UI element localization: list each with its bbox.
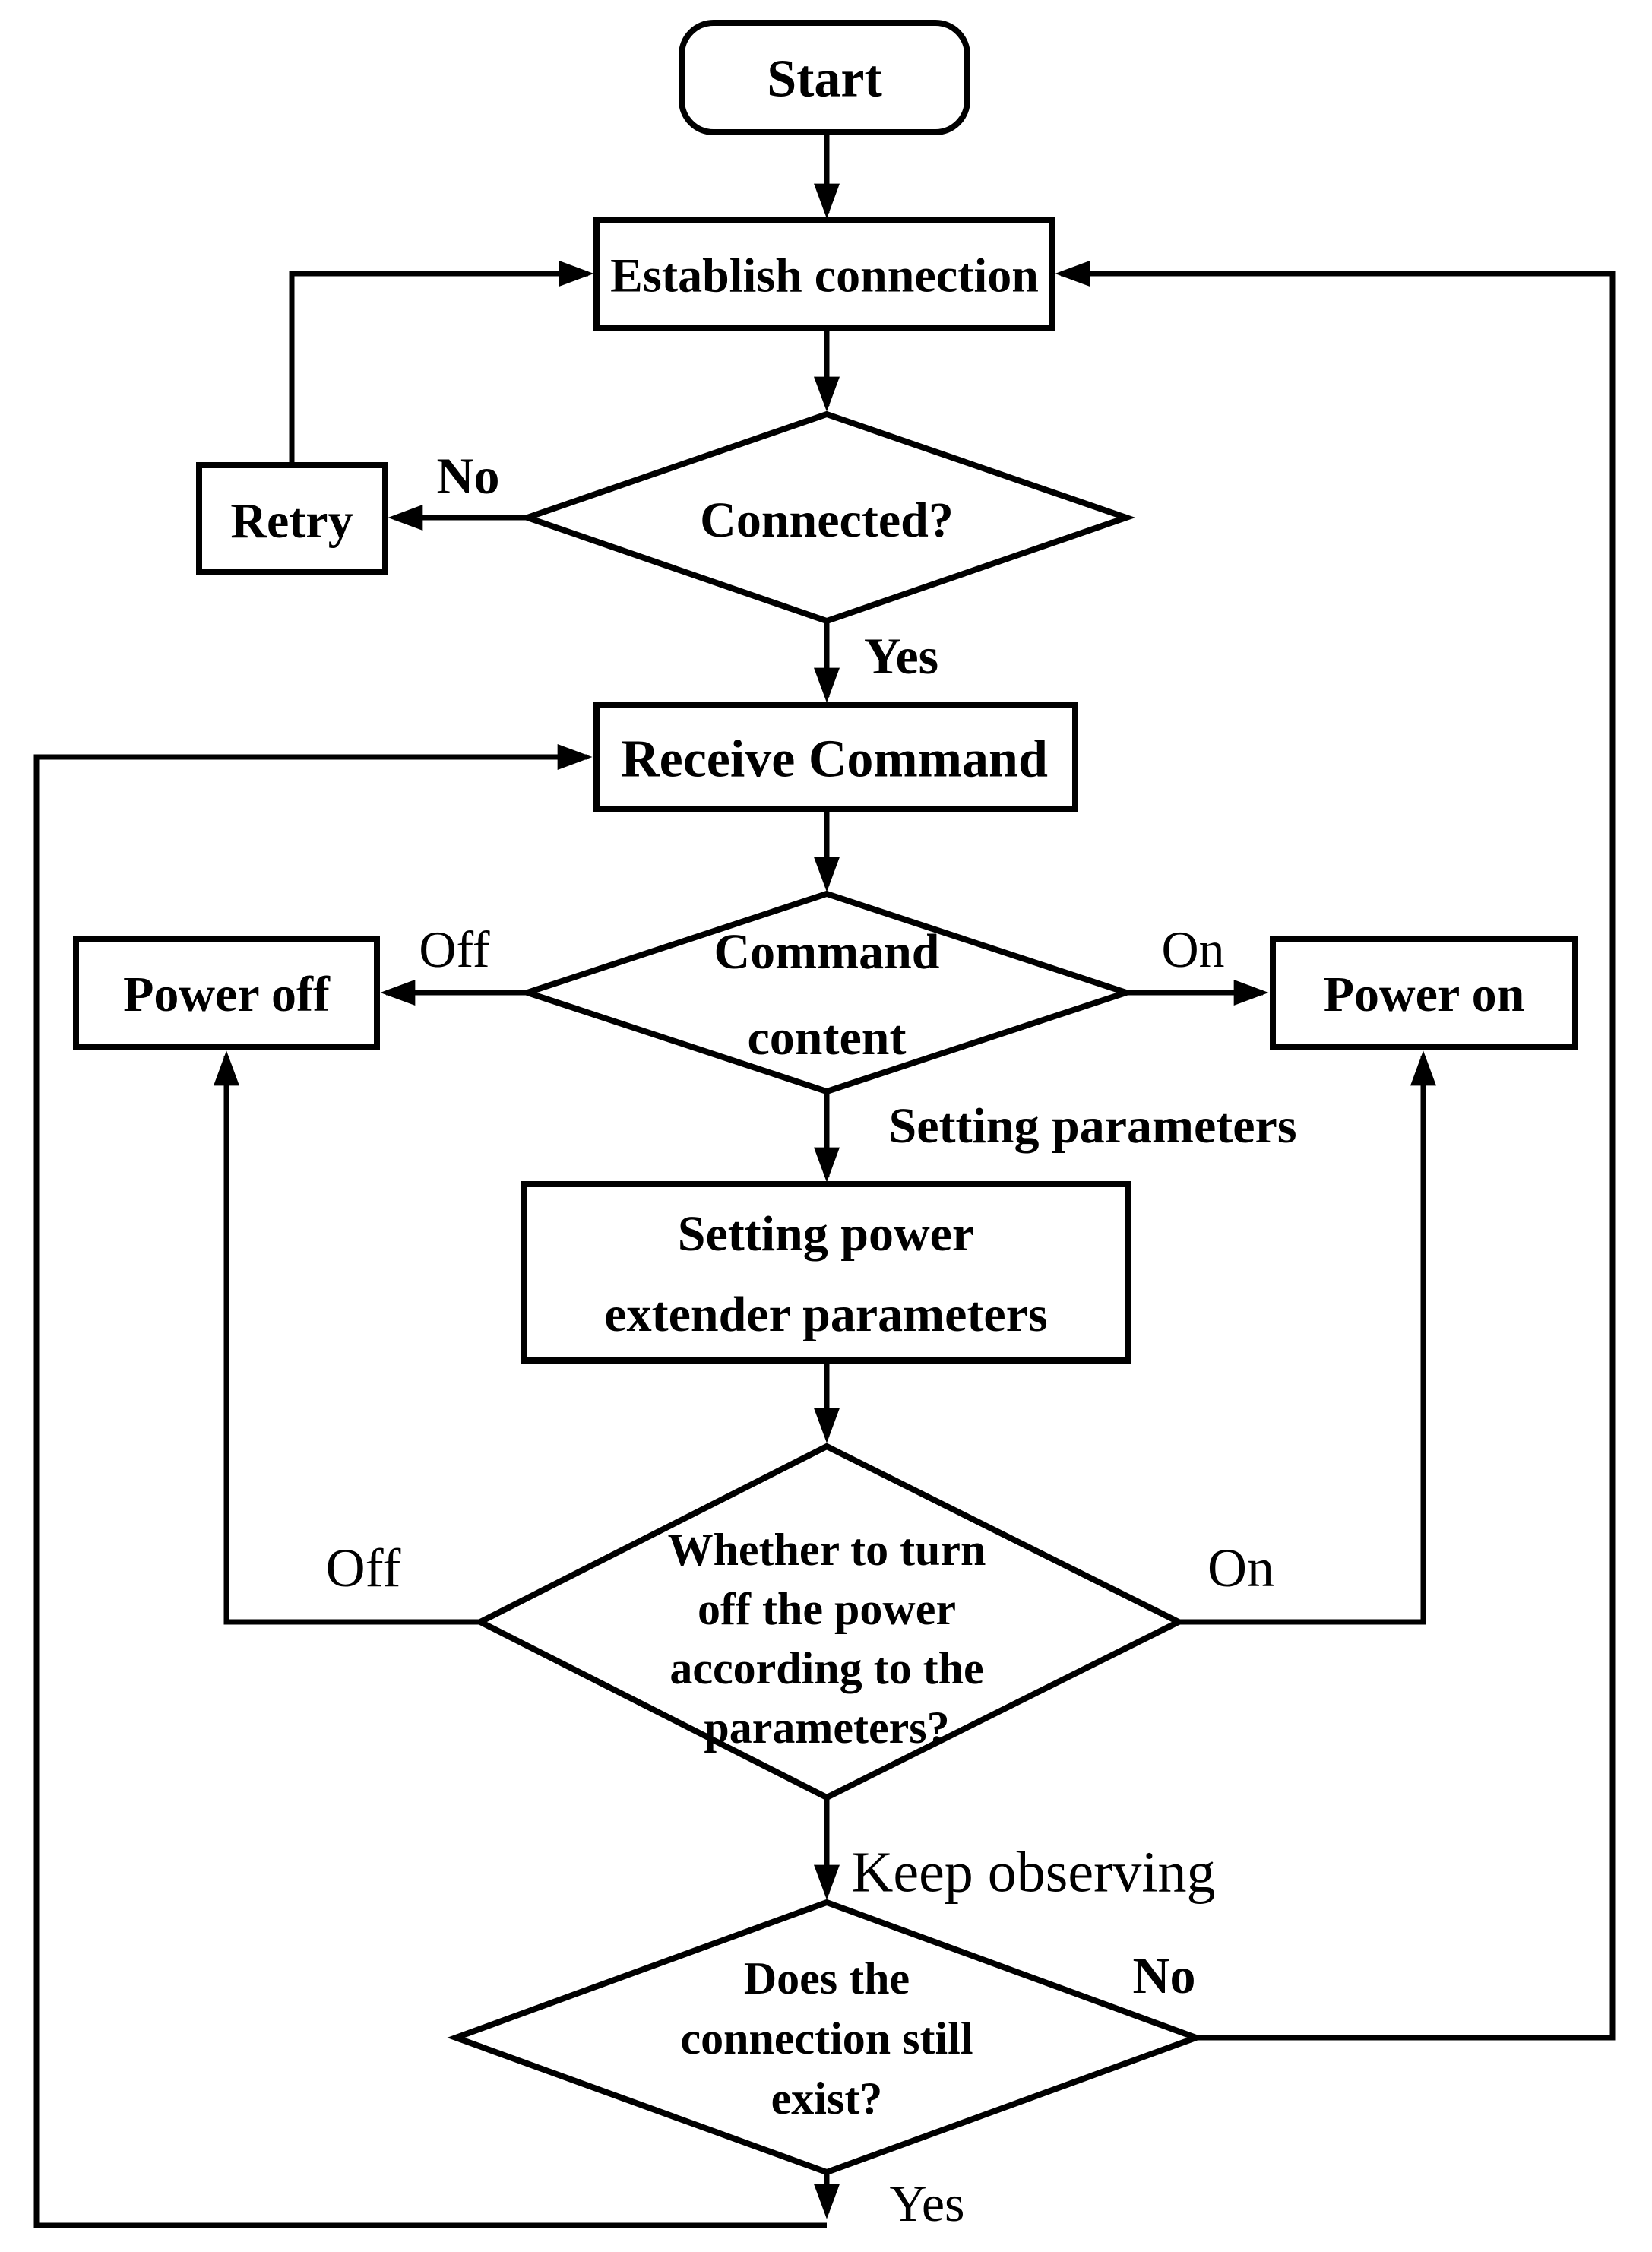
receive-command-node	[593, 702, 1078, 812]
retry-node	[196, 462, 388, 575]
flow-arrow-exist-no-to-establish	[1055, 261, 1616, 2041]
edge-label-off-command: Off	[419, 920, 490, 978]
power-off-label: Power off	[123, 967, 331, 1022]
edge-label-setting-parameters: Setting parameters	[888, 1098, 1296, 1154]
connection-exist-decision-node	[447, 1899, 1205, 2176]
power-off-node	[73, 936, 380, 1050]
establish-connection-node	[593, 217, 1055, 331]
edge-label-no-bottom: No	[1132, 1946, 1195, 2004]
edge-label-keep-observing: Keep observing	[851, 1841, 1215, 1905]
connected-decision-label: Connected?	[700, 493, 954, 548]
flow-line-bottom-loop-to-receive	[33, 744, 827, 2228]
power-on-node	[1270, 936, 1578, 1050]
command-content-label-line1: Command	[714, 924, 939, 980]
setting-power-extender-label-line1: Setting power	[678, 1206, 974, 1262]
edge-label-on-command: On	[1161, 920, 1224, 978]
exist-label-line2: connection still	[681, 2013, 973, 2064]
command-content-label-line2: content	[748, 1010, 907, 1066]
whether-label-line4: parameters?	[704, 1702, 949, 1753]
edge-label-yes-bottom: Yes	[890, 2174, 965, 2232]
receive-command-label: Receive Command	[621, 730, 1048, 789]
whether-label-line2: off the power	[698, 1584, 956, 1634]
whether-label-line3: according to the	[669, 1643, 983, 1693]
flow-arrow-whether-to-poweron	[1179, 1050, 1436, 1625]
whether-turn-off-decision-node	[473, 1443, 1185, 1801]
edge-label-on-whether: On	[1207, 1538, 1274, 1598]
flow-arrow-retry-to-establish	[289, 261, 594, 465]
retry-label: Retry	[230, 493, 353, 549]
establish-connection-label: Establish connection	[610, 248, 1039, 302]
start-node	[679, 20, 970, 135]
command-content-decision-node	[517, 890, 1136, 1095]
setting-power-extender-label-line2: extender parameters	[604, 1287, 1047, 1342]
start-node-label: Start	[767, 50, 882, 109]
power-on-label: Power on	[1324, 967, 1525, 1022]
exist-label-line3: exist?	[771, 2073, 883, 2124]
edge-label-no-top: No	[436, 447, 499, 505]
whether-label-line1: Whether to turn	[668, 1525, 986, 1575]
setting-power-extender-node	[521, 1181, 1131, 1364]
exist-label-line1: Does the	[744, 1953, 910, 2003]
flow-arrow-whether-to-poweroff	[214, 1050, 480, 1625]
connected-decision-node	[517, 410, 1136, 625]
edge-label-yes-top: Yes	[864, 627, 938, 685]
edge-label-off-whether: Off	[326, 1538, 401, 1598]
